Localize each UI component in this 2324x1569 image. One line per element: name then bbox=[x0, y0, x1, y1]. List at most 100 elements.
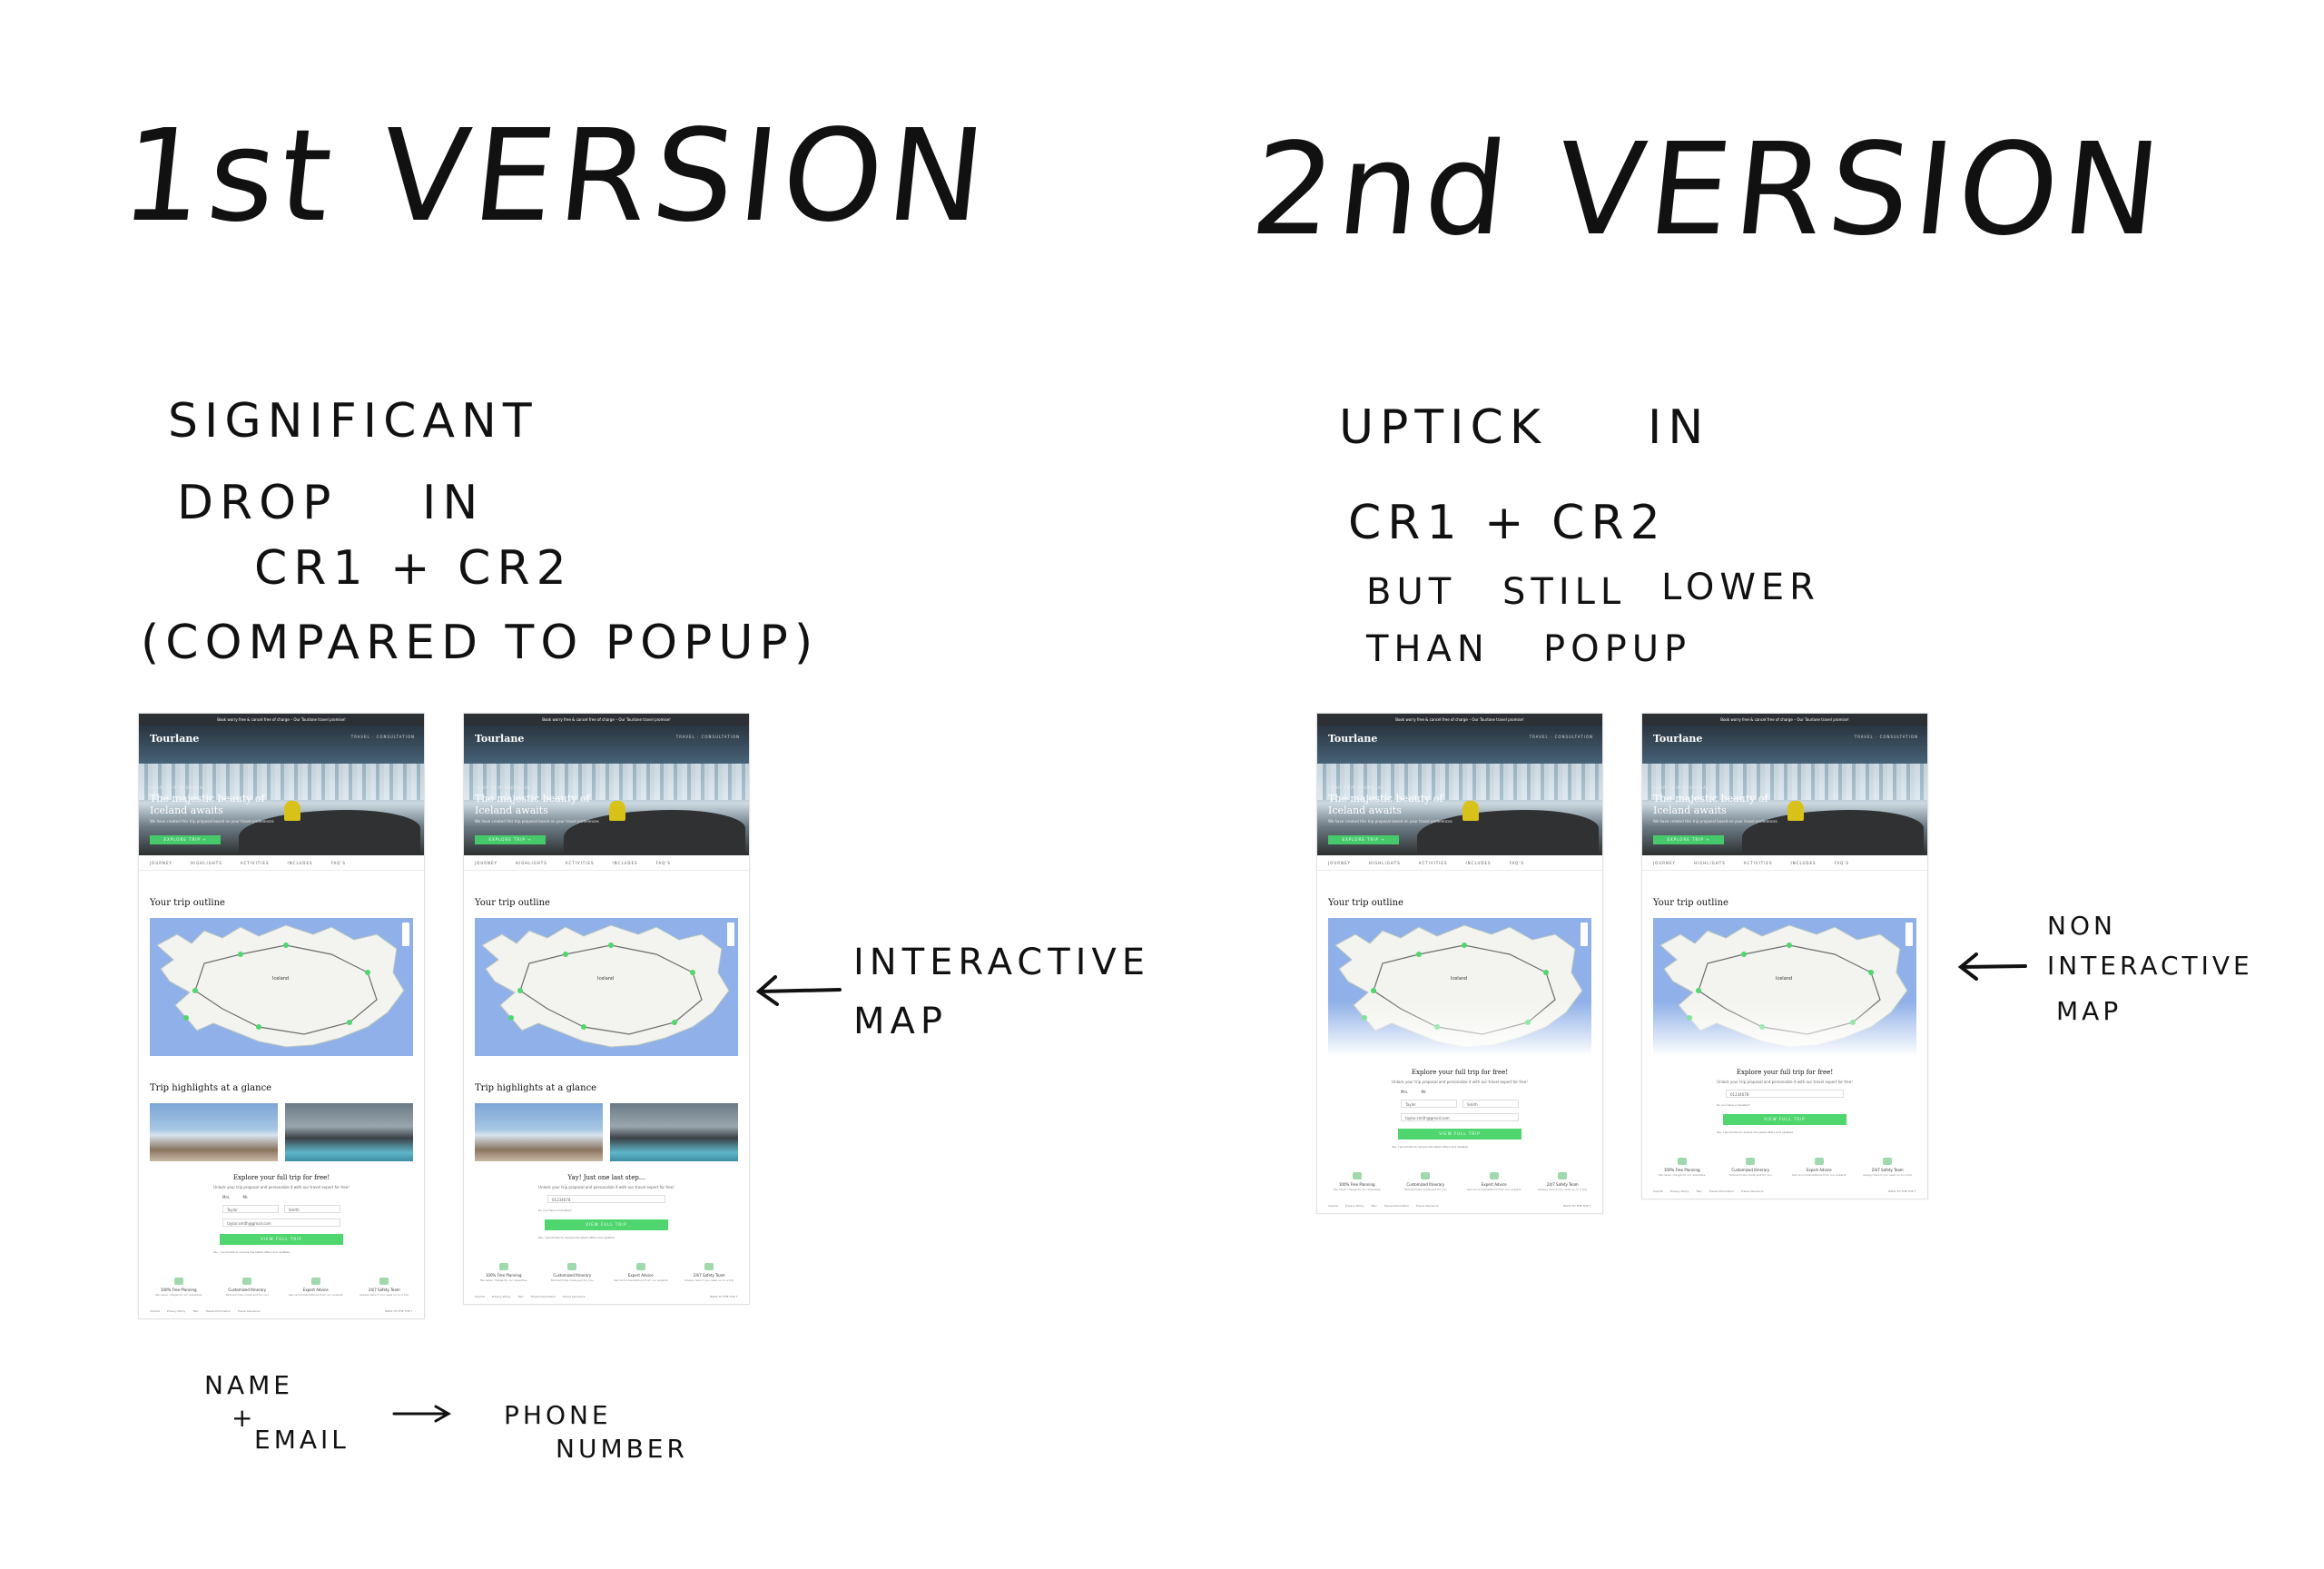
form-title: Explore your full trip for free! bbox=[1411, 1069, 1509, 1076]
explore-trip-button[interactable]: EXPLORE TRIP → bbox=[150, 835, 221, 844]
tab-highlights[interactable]: HIGHLIGHTS bbox=[1369, 860, 1401, 865]
footer-link[interactable]: Imprint bbox=[150, 1309, 160, 1313]
radio-mrs[interactable]: Mrs. bbox=[1401, 1090, 1409, 1094]
first-name-field[interactable]: Taylor bbox=[1401, 1100, 1457, 1108]
version-1-heading: 1st VERSION bbox=[114, 103, 997, 251]
map-country-label: Iceland bbox=[597, 976, 615, 982]
trip-outline-title: Your trip outline bbox=[475, 898, 550, 908]
v1-note-line-3: CR1 + CR2 bbox=[254, 541, 573, 596]
tab-includes[interactable]: INCLUDES bbox=[287, 860, 313, 865]
footer-link[interactable]: Privacy Policy bbox=[166, 1309, 186, 1313]
trip-map[interactable]: Iceland bbox=[475, 918, 738, 1056]
header-nav[interactable]: TRAVEL · CONSULTATION bbox=[350, 735, 415, 739]
footer-link[interactable]: T&C bbox=[192, 1309, 199, 1313]
tab-journey[interactable]: JOURNEY bbox=[475, 860, 497, 865]
brand-logo[interactable]: Tourlane bbox=[150, 733, 200, 745]
footer-link[interactable]: T&C bbox=[517, 1295, 524, 1298]
footer-link[interactable]: Travel Insurance bbox=[562, 1295, 586, 1298]
footer-link[interactable]: Travel Insurance bbox=[237, 1309, 261, 1313]
tab-journey[interactable]: JOURNEY bbox=[1653, 860, 1676, 865]
footer-link[interactable]: Imprint bbox=[1653, 1189, 1663, 1193]
tab-activities[interactable]: ACTIVITIES bbox=[1418, 860, 1448, 865]
phone-field[interactable]: 01234678 bbox=[1726, 1090, 1844, 1098]
footer-link[interactable]: Travel Information bbox=[1709, 1189, 1734, 1193]
view-full-trip-button[interactable]: VIEW FULL TRIP bbox=[545, 1219, 668, 1230]
footer-link[interactable]: Imprint bbox=[475, 1295, 485, 1298]
brand-logo[interactable]: Tourlane bbox=[475, 733, 525, 745]
explore-trip-button[interactable]: EXPLORE TRIP → bbox=[475, 835, 546, 844]
tab-activities[interactable]: ACTIVITIES bbox=[240, 860, 270, 865]
header-nav[interactable]: TRAVEL · CONSULTATION bbox=[1529, 735, 1593, 739]
tab-faqs[interactable]: FAQ'S bbox=[1509, 860, 1524, 865]
tab-journey[interactable]: JOURNEY bbox=[150, 860, 172, 865]
tab-includes[interactable]: INCLUDES bbox=[612, 860, 638, 865]
page-footer: Imprint Privacy Policy T&C Travel Inform… bbox=[139, 1297, 424, 1318]
trip-map[interactable]: Iceland bbox=[1653, 918, 1916, 1056]
footer-link[interactable]: Travel Insurance bbox=[1740, 1189, 1764, 1193]
footer-link[interactable]: Privacy Policy bbox=[1344, 1204, 1364, 1208]
trip-map[interactable]: Iceland bbox=[150, 918, 413, 1056]
explore-trip-button[interactable]: EXPLORE TRIP → bbox=[1328, 835, 1399, 844]
zoom-controls[interactable] bbox=[402, 923, 409, 946]
tab-highlights[interactable]: HIGHLIGHTS bbox=[516, 860, 547, 865]
consent-checkbox[interactable]: Yes, I would like to receive the latest … bbox=[1717, 1130, 1793, 1134]
footer-link[interactable]: T&C bbox=[1696, 1189, 1702, 1193]
highlight-image-reykjavik[interactable] bbox=[475, 1103, 603, 1161]
tab-faqs[interactable]: FAQ'S bbox=[655, 860, 671, 865]
back-to-top-link[interactable]: BACK TO THE TOP ↑ bbox=[1563, 1204, 1591, 1208]
tab-faqs[interactable]: FAQ'S bbox=[1834, 860, 1849, 865]
first-name-field[interactable]: Taylor bbox=[222, 1205, 279, 1213]
tab-highlights[interactable]: HIGHLIGHTS bbox=[1694, 860, 1726, 865]
tab-faqs[interactable]: FAQ'S bbox=[330, 860, 346, 865]
highlight-image-lagoon[interactable] bbox=[610, 1103, 738, 1161]
view-full-trip-button[interactable]: VIEW FULL TRIP bbox=[220, 1234, 343, 1245]
zoom-controls[interactable] bbox=[1581, 923, 1588, 946]
consent-checkbox[interactable]: Yes, I would like to receive the latest … bbox=[538, 1236, 615, 1239]
back-to-top-link[interactable]: BACK TO THE TOP ↑ bbox=[710, 1295, 738, 1298]
footer-link[interactable]: Imprint bbox=[1328, 1204, 1338, 1208]
form-subtitle: Unlock your trip proposal and personaliz… bbox=[213, 1185, 350, 1189]
email-field[interactable]: taylor.smith@gmail.com bbox=[222, 1219, 340, 1227]
footer-link[interactable]: Travel Information bbox=[530, 1295, 556, 1298]
footer-link[interactable]: Privacy Policy bbox=[1669, 1189, 1689, 1193]
header-nav[interactable]: TRAVEL · CONSULTATION bbox=[1854, 735, 1918, 739]
tab-includes[interactable]: INCLUDES bbox=[1465, 860, 1492, 865]
radio-mr[interactable]: Mr. bbox=[242, 1195, 249, 1199]
consent-checkbox[interactable]: Yes, I would like to receive the latest … bbox=[213, 1250, 290, 1254]
back-to-top-link[interactable]: BACK TO THE TOP ↑ bbox=[1888, 1189, 1916, 1193]
explore-trip-button[interactable]: EXPLORE TRIP → bbox=[1653, 835, 1724, 844]
header-nav[interactable]: TRAVEL · CONSULTATION bbox=[675, 735, 740, 739]
tab-includes[interactable]: INCLUDES bbox=[1790, 860, 1817, 865]
last-name-field[interactable]: Smith bbox=[284, 1205, 340, 1213]
traveller-checkbox[interactable]: Do you have a traveller? bbox=[1717, 1103, 1750, 1107]
email-field[interactable]: taylor.smith@gmail.com bbox=[1401, 1113, 1519, 1121]
zoom-controls[interactable] bbox=[727, 923, 734, 946]
footer-link[interactable]: Travel Insurance bbox=[1415, 1204, 1439, 1208]
tab-journey[interactable]: JOURNEY bbox=[1328, 860, 1351, 865]
back-to-top-link[interactable]: BACK TO THE TOP ↑ bbox=[385, 1309, 413, 1313]
traveller-checkbox[interactable]: Do you have a traveller? bbox=[538, 1209, 572, 1212]
footer-link[interactable]: T&C bbox=[1371, 1204, 1377, 1208]
consent-checkbox[interactable]: Yes, I would like to receive the latest … bbox=[1392, 1145, 1468, 1149]
zoom-controls[interactable] bbox=[1905, 923, 1913, 946]
tab-highlights[interactable]: HIGHLIGHTS bbox=[191, 860, 222, 865]
phone-field[interactable]: 01234678 bbox=[547, 1195, 665, 1203]
footer-link[interactable]: Travel Information bbox=[1384, 1204, 1409, 1208]
tab-activities[interactable]: ACTIVITIES bbox=[565, 860, 595, 865]
footer-link[interactable]: Travel Information bbox=[205, 1309, 231, 1313]
tab-activities[interactable]: ACTIVITIES bbox=[1743, 860, 1773, 865]
highlight-image-lagoon[interactable] bbox=[285, 1103, 413, 1161]
radio-mrs[interactable]: Mrs. bbox=[222, 1195, 231, 1199]
view-full-trip-button[interactable]: VIEW FULL TRIP bbox=[1398, 1129, 1521, 1140]
highlight-image-reykjavik[interactable] bbox=[150, 1103, 278, 1161]
last-name-field[interactable]: Smith bbox=[1462, 1100, 1519, 1108]
brand-logo[interactable]: Tourlane bbox=[1653, 733, 1703, 745]
footer-link[interactable]: Privacy Policy bbox=[491, 1295, 511, 1298]
form-subtitle: Unlock your trip proposal and personaliz… bbox=[1392, 1080, 1528, 1084]
highlight-images bbox=[150, 1103, 413, 1161]
planning-icon bbox=[1352, 1172, 1362, 1179]
view-full-trip-button[interactable]: VIEW FULL TRIP bbox=[1723, 1114, 1846, 1125]
radio-mr[interactable]: Mr. bbox=[1421, 1090, 1427, 1094]
trip-map[interactable]: Iceland bbox=[1328, 918, 1591, 1056]
brand-logo[interactable]: Tourlane bbox=[1328, 733, 1378, 745]
